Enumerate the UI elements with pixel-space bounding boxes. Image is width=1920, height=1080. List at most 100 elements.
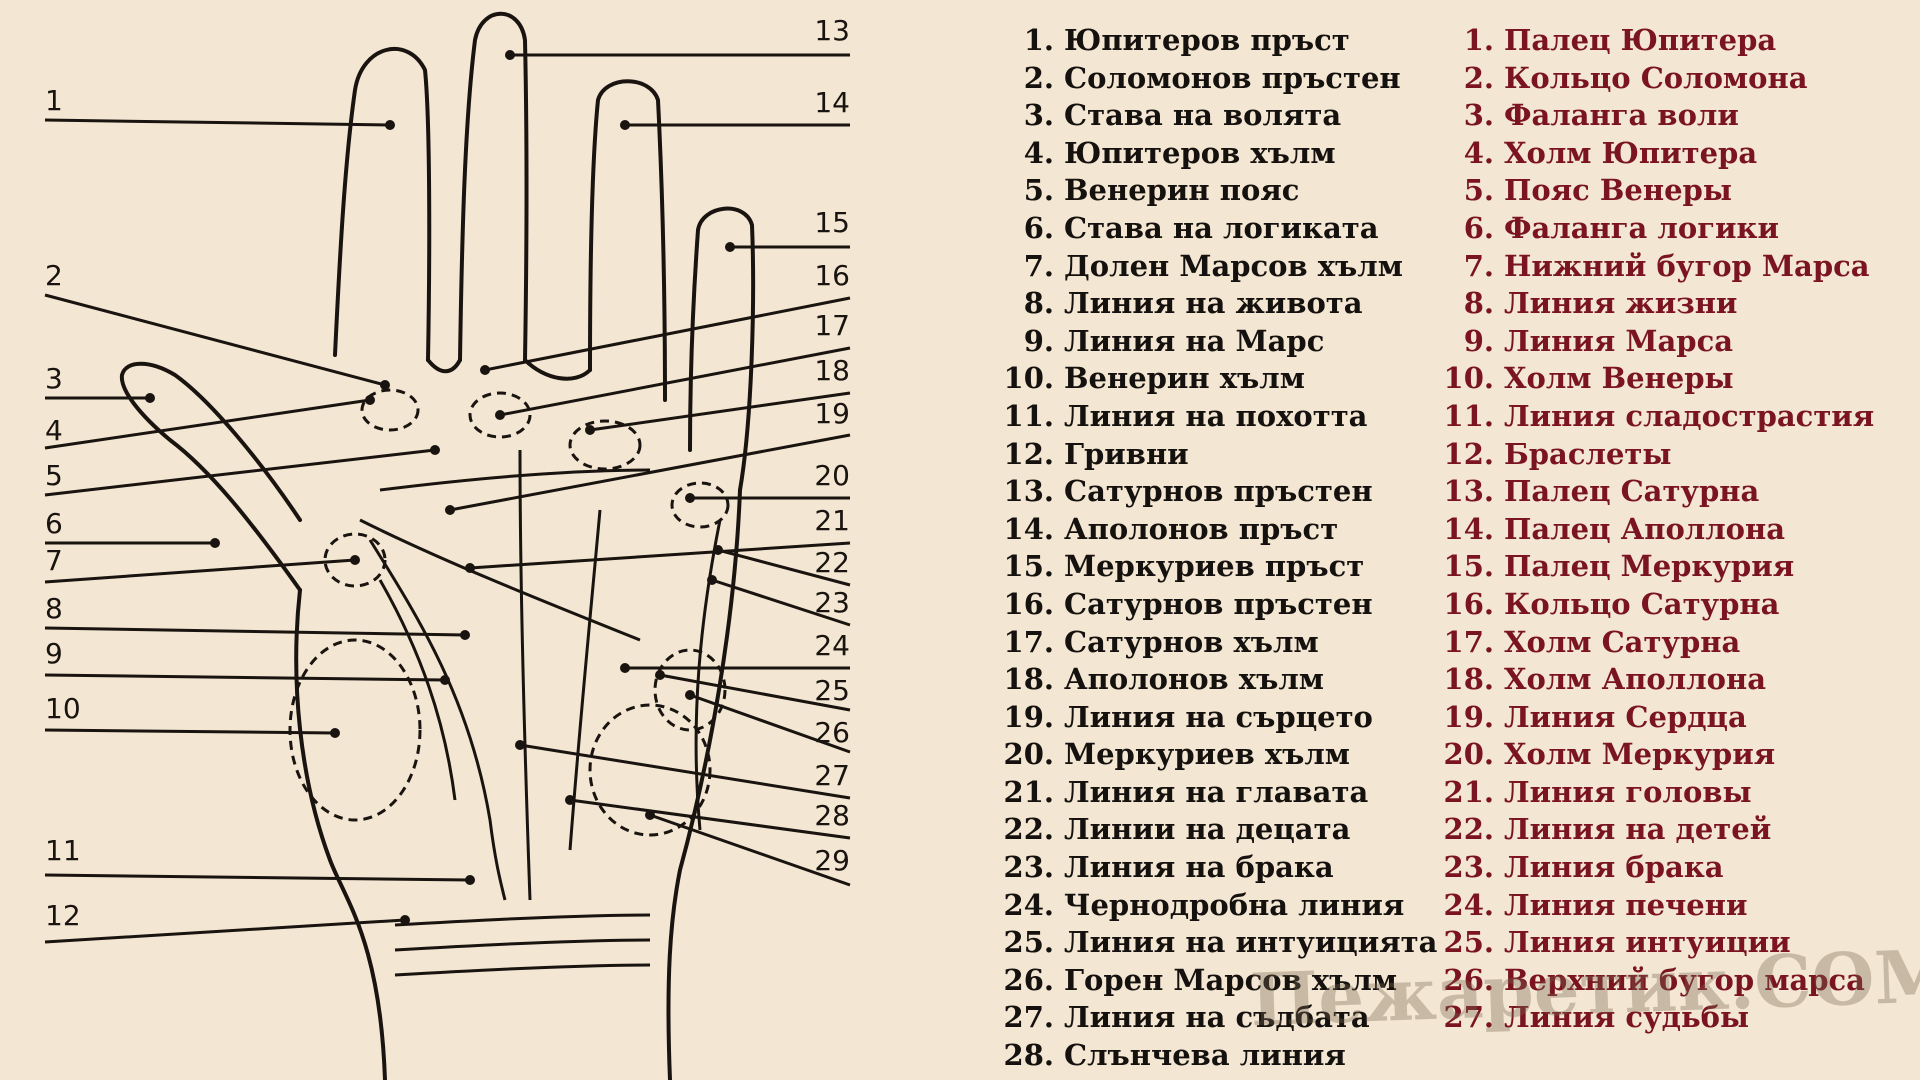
callout-dot: [350, 555, 360, 565]
legend-item: 6.Става на логиката: [1000, 210, 1430, 248]
legend-item-label: Линия Сердца: [1504, 699, 1747, 734]
callout-number: 21: [814, 504, 850, 537]
callout-dot: [655, 670, 665, 680]
callout-dot: [365, 395, 375, 405]
legend-item-number: 6.: [1463, 210, 1494, 245]
legend-item: 4.Холм Юпитера: [1440, 135, 1910, 173]
legend-item-number: 23.: [1443, 850, 1494, 885]
legend-item: 17.Сатурнов хълм: [1000, 624, 1430, 662]
legend-item-number: 5.: [1463, 173, 1494, 208]
callout-dot: [330, 728, 340, 738]
apollo-mount: [568, 419, 642, 471]
callout-number: 4: [45, 414, 63, 447]
legend-item-label: Палец Меркурия: [1504, 549, 1795, 584]
legend-item-number: 8.: [1023, 286, 1054, 321]
callout-number: 20: [814, 459, 850, 492]
legend-item-label: Линия на главата: [1064, 774, 1369, 809]
legend-item-label: Пояс Венеры: [1504, 173, 1732, 208]
legend-item-number: 14.: [1443, 511, 1494, 546]
callout-leader-line: [44, 873, 471, 882]
callout-leader-line: [44, 918, 406, 944]
legend-item-label: Палец Сатурна: [1504, 474, 1760, 509]
legend-item-label: Линия на похотта: [1064, 398, 1368, 433]
hand-outline: [119, 11, 756, 1080]
heart-line: [379, 468, 651, 492]
legend-item-label: Венерин хълм: [1064, 361, 1305, 396]
legend-item-number: 16.: [1003, 586, 1054, 621]
callout-number: 1: [45, 84, 63, 117]
legend-item: 11.Линия сладострастия: [1440, 398, 1910, 436]
legend-item: 12.Браслеты: [1440, 436, 1910, 474]
legend-item: 13.Сатурнов пръстен: [1000, 473, 1430, 511]
callout-number: 17: [814, 309, 850, 342]
legend-item-number: 15.: [1443, 549, 1494, 584]
legend-item-label: Линии на децата: [1064, 812, 1351, 847]
callout-dot: [685, 493, 695, 503]
legend-item-label: Холм Сатурна: [1504, 624, 1741, 659]
callout-leader-line: [659, 673, 851, 712]
callout-leader-line: [499, 346, 851, 417]
legend-item-number: 24.: [1443, 887, 1494, 922]
callout-leader-line: [689, 693, 851, 754]
legend-item-label: Линия на съдбата: [1064, 1000, 1370, 1035]
middle-finger-outline: [458, 11, 529, 362]
callout-number: 16: [814, 259, 850, 292]
callout-number: 7: [45, 544, 63, 577]
callout-dot: [585, 425, 595, 435]
legend-item: 7.Нижний бугор Марса: [1440, 248, 1910, 286]
legend-item-number: 17.: [1003, 624, 1054, 659]
life-line: [368, 539, 507, 901]
callout-dot: [465, 563, 475, 573]
legend-item-number: 23.: [1003, 850, 1054, 885]
bracelet-3: [394, 963, 651, 977]
callout-number: 13: [814, 14, 850, 47]
intuition-line: [694, 519, 722, 831]
legend-item: 20.Меркуриев хълм: [1000, 736, 1430, 774]
jupiter-mount: [360, 388, 420, 432]
callout-leader-line: [484, 296, 851, 372]
legend-item-label: Меркуриев хълм: [1064, 737, 1350, 772]
callout-leader-line: [589, 391, 851, 432]
callout-leaders: [44, 53, 851, 944]
legend-item-number: 7.: [1023, 248, 1054, 283]
legend-item: 11.Линия на похотта: [1000, 398, 1430, 436]
legend-item-number: 6.: [1023, 210, 1054, 245]
legend-item-label: Линия жизни: [1504, 286, 1738, 321]
bracelet-1: [394, 913, 651, 927]
legend-item-label: Кольцо Сатурна: [1504, 586, 1780, 621]
callout-number: 26: [814, 716, 850, 749]
callout-leader-line: [469, 541, 851, 570]
legend-item-number: 1.: [1023, 23, 1054, 57]
legend-item-label: Гривни: [1064, 436, 1189, 471]
legend-item: 10.Холм Венеры: [1440, 360, 1910, 398]
finger-webs: [426, 358, 592, 381]
legend-item-number: 25.: [1443, 925, 1494, 960]
legend-item-label: Слънчева линия: [1064, 1038, 1346, 1073]
callout-number: 2: [45, 259, 63, 292]
legend-item-label: Соломонов пръстен: [1064, 60, 1401, 95]
legend-item: 27.Линия на съдбата: [1000, 999, 1430, 1037]
callout-dot: [645, 810, 655, 820]
legend-item: 13.Палец Сатурна: [1440, 473, 1910, 511]
callout-number: 18: [814, 354, 850, 387]
callout-dot: [210, 538, 220, 548]
callout-number: 23: [814, 586, 850, 619]
legend-item-label: Холм Аполлона: [1504, 662, 1767, 697]
legend-item-label: Линия на сърцето: [1064, 699, 1373, 734]
saturn-mount: [468, 391, 532, 439]
callout-dot: [707, 575, 717, 585]
legend-item-label: Линия Марса: [1504, 323, 1734, 358]
legend-item: 6.Фаланга логики: [1440, 210, 1910, 248]
callout-leader-line: [44, 558, 356, 584]
legend-item-number: 20.: [1443, 737, 1494, 772]
little-finger-outline: [688, 206, 756, 492]
callout-leader-line: [717, 548, 851, 587]
lower-mars-mount: [323, 532, 387, 588]
legend-item: 3.Става на волята: [1000, 97, 1430, 135]
moon-mount: [588, 703, 712, 837]
legend-item-label: Венерин пояс: [1064, 173, 1300, 208]
legend-item-number: 19.: [1443, 699, 1494, 734]
legend-item: 19. Линия Сердца: [1440, 699, 1910, 737]
legend-item: 2.Кольцо Соломона: [1440, 60, 1910, 98]
